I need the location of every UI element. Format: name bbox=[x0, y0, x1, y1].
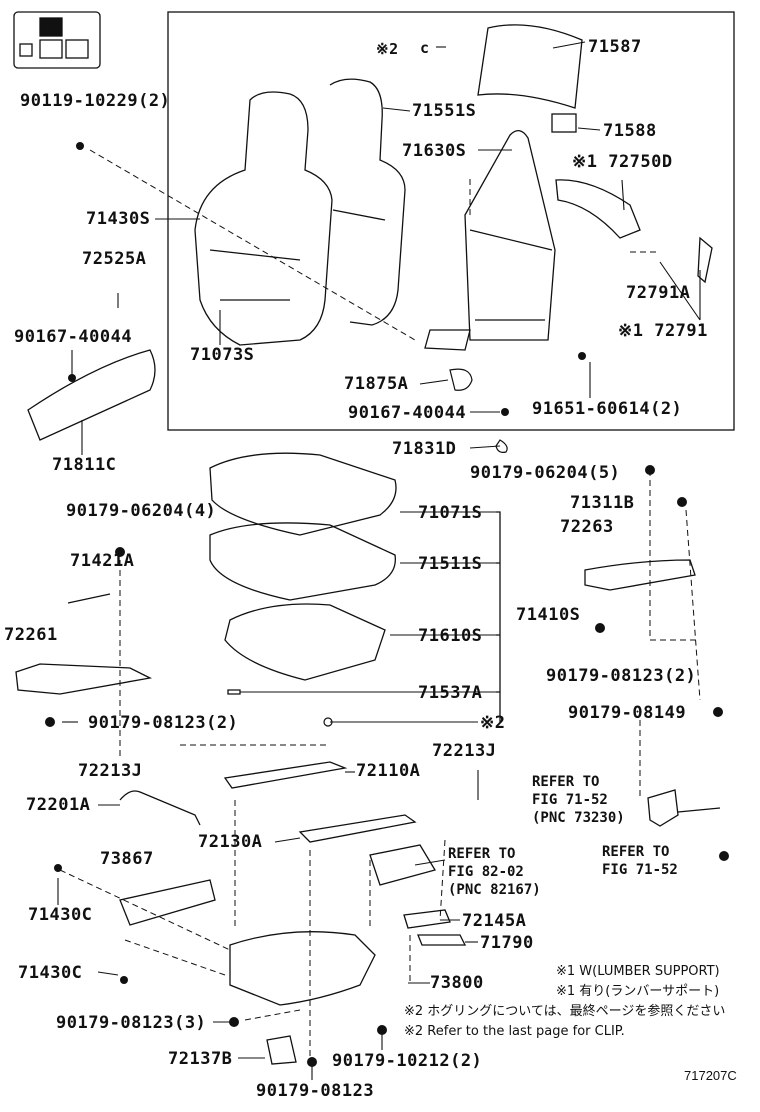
seat-cushion-pad bbox=[209, 522, 396, 601]
seatback-pad-rear bbox=[329, 78, 406, 326]
part-label-71610s: 71610S bbox=[418, 626, 483, 646]
part-label-72791: ※1 72791 bbox=[618, 321, 708, 341]
seatbelt-buckle bbox=[647, 789, 679, 827]
seatback-cover-front bbox=[194, 91, 333, 346]
part-label-71875a: 71875A bbox=[344, 374, 409, 394]
refer-fig-71-52b-line1: REFER TO bbox=[602, 844, 670, 860]
footnote-clip-en: ※2 Refer to the last page for CLIP. bbox=[404, 1024, 625, 1039]
part-label-90179-06204-5: 90179-06204(5) bbox=[470, 463, 621, 483]
part-label-71551s: 71551S bbox=[412, 101, 477, 121]
headrest-tag bbox=[551, 113, 577, 133]
part-label-72791a: 72791A bbox=[626, 283, 691, 303]
seat-base bbox=[119, 879, 216, 926]
seatback-group-frame bbox=[167, 11, 735, 431]
refer-fig-71-52-line1: REFER TO bbox=[532, 774, 600, 790]
part-label-72750d: ※1 72750D bbox=[572, 152, 673, 172]
part-label-72213j-right: 72213J bbox=[432, 741, 497, 761]
headrest bbox=[477, 24, 583, 109]
part-label-71630s: 71630S bbox=[402, 141, 467, 161]
part-label-72137b: 72137B bbox=[168, 1049, 233, 1069]
part-label-90179-08123-2-left: 90179-08123(2) bbox=[88, 713, 239, 733]
part-label-71430s: 71430S bbox=[86, 209, 151, 229]
seat-cushion-frame bbox=[224, 603, 386, 681]
part-label-71811c: 71811C bbox=[52, 455, 117, 475]
part-label-90179-08123-3: 90179-08123(3) bbox=[56, 1013, 207, 1033]
part-label-72263: 72263 bbox=[560, 517, 614, 537]
part-label-71511s: 71511S bbox=[418, 554, 483, 574]
part-label-72201a: 72201A bbox=[26, 795, 91, 815]
part-label-71587: 71587 bbox=[588, 37, 642, 57]
refer-fig-82-02-line1: REFER TO bbox=[448, 846, 516, 862]
part-label-91651-60614: 91651-60614(2) bbox=[532, 399, 683, 419]
part-label-72261: 72261 bbox=[4, 625, 58, 645]
clip-mark-mid: ※2 bbox=[480, 713, 506, 733]
seat-adjuster bbox=[229, 931, 376, 1006]
part-label-72525a: 72525A bbox=[82, 249, 147, 269]
part-label-90167-40044-left: 90167-40044 bbox=[14, 327, 133, 347]
part-label-71071s: 71071S bbox=[418, 503, 483, 523]
part-label-71073s: 71073S bbox=[190, 345, 255, 365]
part-label-71588: 71588 bbox=[603, 121, 657, 141]
part-label-90179-06204-4: 90179-06204(4) bbox=[66, 501, 217, 521]
seat-cushion bbox=[209, 452, 397, 536]
part-label-72145a: 72145A bbox=[462, 911, 527, 931]
footnote-lumber-support-jp: ※1 有り(ランバーサポート) bbox=[556, 984, 720, 999]
part-label-72110a: 72110A bbox=[356, 761, 421, 781]
figure-code: 717207C bbox=[684, 1068, 737, 1083]
part-label-71421a: 71421A bbox=[70, 551, 135, 571]
part-label-71430c-upper: 71430C bbox=[28, 905, 93, 925]
part-label-71410s: 71410S bbox=[516, 605, 581, 625]
seatback-frame bbox=[464, 130, 556, 341]
spring bbox=[67, 593, 111, 604]
side-cover-bracket-left bbox=[15, 663, 153, 695]
part-label-72213j-left: 72213J bbox=[78, 761, 143, 781]
refer-fig-82-02-line2: FIG 82-02 bbox=[448, 864, 524, 880]
part-label-71430c-lower: 71430C bbox=[18, 963, 83, 983]
vehicle-locator-icon bbox=[13, 11, 101, 69]
part-label-90119-10229: 90119-10229(2) bbox=[20, 91, 171, 111]
part-label-71831d: 71831D bbox=[392, 439, 457, 459]
part-label-71537a: 71537A bbox=[418, 683, 483, 703]
part-label-73867: 73867 bbox=[100, 849, 154, 869]
side-cover-left bbox=[27, 349, 156, 441]
part-label-71790: 71790 bbox=[480, 933, 534, 953]
refer-fig-82-02-line3: (PNC 82167) bbox=[448, 882, 541, 898]
part-label-90179-10212: 90179-10212(2) bbox=[332, 1051, 483, 1071]
part-label-71311b: 71311B bbox=[570, 493, 635, 513]
lumber-support bbox=[555, 179, 641, 239]
seat-rail-lower bbox=[298, 814, 417, 843]
refer-fig-71-52-line3: (PNC 73230) bbox=[532, 810, 625, 826]
footnote-lumber-support-en: ※1 W(LUMBER SUPPORT) bbox=[556, 964, 720, 979]
clip-mark-top: ※2 bbox=[376, 40, 399, 58]
part-label-72130a: 72130A bbox=[198, 832, 263, 852]
part-label-90167-40044-right: 90167-40044 bbox=[348, 403, 467, 423]
lever-bar bbox=[119, 790, 201, 826]
side-cover-bracket-right bbox=[584, 559, 696, 591]
refer-fig-71-52-line2: FIG 71-52 bbox=[532, 792, 608, 808]
part-label-90179-08123-2-right: 90179-08123(2) bbox=[546, 666, 697, 686]
part-label-90179-08149: 90179-08149 bbox=[568, 703, 687, 723]
footnote-clip-jp: ※2 ホグリングについては、最終ページを参照ください bbox=[404, 1004, 726, 1019]
part-label-73800: 73800 bbox=[430, 973, 484, 993]
part-label-90179-08123: 90179-08123 bbox=[256, 1081, 375, 1101]
seat-rail-upper bbox=[223, 761, 348, 789]
refer-fig-71-52b-line2: FIG 71-52 bbox=[602, 862, 678, 878]
clip-icon: c bbox=[420, 39, 430, 57]
